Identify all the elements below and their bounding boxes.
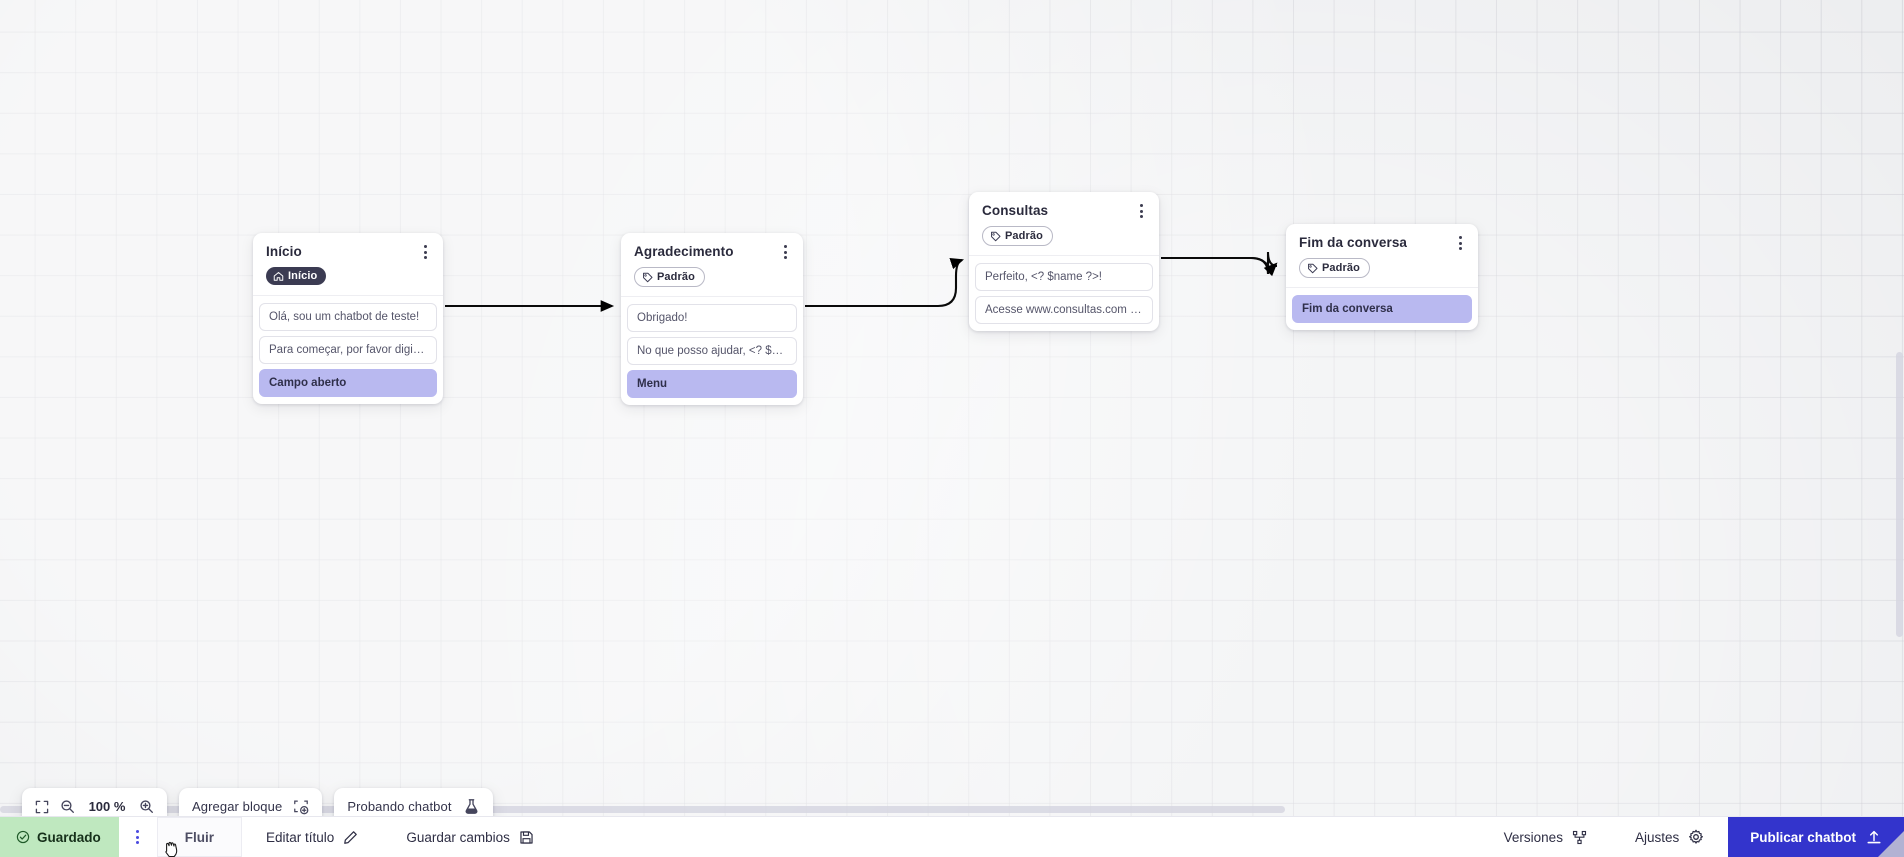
bottom-bar: Guardado Fluir Editar título Guardar cam… (0, 816, 1904, 857)
node-action[interactable]: Campo aberto (259, 368, 437, 397)
vertical-dots-icon[interactable] (119, 817, 157, 857)
zoom-in-icon[interactable] (139, 799, 154, 814)
node-header: Início Início (253, 233, 443, 287)
save-changes-button[interactable]: Guardar cambios (382, 817, 558, 857)
connector-layer (445, 251, 1278, 312)
tab-fluir-label: Fluir (184, 829, 215, 845)
node-title: Consultas (982, 203, 1049, 218)
edit-title-button[interactable]: Editar título (242, 817, 382, 857)
horizontal-scrollbar[interactable] (0, 806, 1285, 813)
settings-label: Ajustes (1634, 829, 1680, 845)
test-chatbot-label: Probando chatbot (347, 799, 452, 814)
save-changes-label: Guardar cambios (406, 829, 510, 845)
node-message[interactable]: Perfeito, <? $name ?>! (975, 262, 1153, 291)
node-title: Início (266, 244, 302, 259)
flow-node-fim-da-conversa[interactable]: Fim da conversa Padrão Fim da conversa (1286, 224, 1478, 330)
node-menu-icon[interactable] (777, 243, 793, 261)
node-menu-icon[interactable] (1452, 234, 1468, 252)
node-messages: Fim da conversa (1286, 286, 1478, 323)
node-badge-default: Padrão (982, 226, 1053, 246)
node-badge-label: Padrão (1322, 262, 1360, 274)
edit-title-label: Editar título (266, 829, 335, 845)
save-disk-icon (519, 830, 534, 845)
node-header: Consultas Padrão (969, 192, 1159, 247)
check-circle-icon (16, 830, 30, 844)
edge-consultas-fim (1161, 251, 1278, 275)
node-title: Fim da conversa (1299, 235, 1408, 250)
node-action[interactable]: Fim da conversa (1292, 294, 1472, 323)
flow-canvas[interactable]: Início Início Olá, sou um chatbot de tes… (0, 0, 1904, 816)
tag-icon (1308, 263, 1318, 273)
zoom-out-icon[interactable] (60, 799, 75, 814)
node-menu-icon[interactable] (417, 243, 433, 261)
status-badge-saved: Guardado (0, 817, 119, 857)
pencil-icon (343, 830, 358, 845)
tab-fluir[interactable]: Fluir (156, 817, 243, 857)
zoom-level: 100 % (88, 799, 126, 814)
node-menu-icon[interactable] (1133, 202, 1149, 220)
flow-node-inicio[interactable]: Início Início Olá, sou um chatbot de tes… (253, 233, 443, 404)
status-badge-label: Guardado (37, 829, 101, 845)
node-badge-default: Padrão (1299, 258, 1370, 278)
flow-node-agradecimento[interactable]: Agradecimento Padrão Obrigado! No que po… (621, 233, 803, 405)
add-block-label: Agregar bloque (192, 799, 283, 814)
edge-agradecimento-consultas (805, 258, 964, 308)
node-messages: Perfeito, <? $name ?>! Acesse www.consul… (969, 254, 1159, 324)
node-badge-start: Início (266, 267, 327, 285)
node-message[interactable]: Para começar, por favor digite o ... (259, 335, 437, 364)
branch-icon (1572, 830, 1587, 845)
flow-node-consultas[interactable]: Consultas Padrão Perfeito, <? $name ?>! … (969, 192, 1159, 331)
node-badge-label: Padrão (1005, 230, 1043, 242)
bottom-bar-spacer (558, 817, 1480, 857)
gear-icon (1688, 829, 1704, 845)
tag-icon (643, 272, 653, 282)
node-header: Agradecimento Padrão (621, 233, 803, 288)
publish-label: Publicar chatbot (1750, 829, 1856, 845)
node-message[interactable]: Acesse www.consultas.com par... (975, 295, 1153, 324)
node-message[interactable]: Olá, sou um chatbot de teste! (259, 302, 437, 331)
vertical-scrollbar[interactable] (1896, 352, 1903, 637)
node-badge-label: Início (288, 270, 318, 282)
node-badge-default: Padrão (634, 267, 705, 287)
add-block-icon (293, 799, 309, 815)
node-badge-label: Padrão (657, 271, 695, 283)
flask-icon (463, 798, 480, 815)
node-messages: Olá, sou um chatbot de teste! Para começ… (253, 294, 443, 397)
tag-icon (991, 231, 1001, 241)
node-message[interactable]: No que posso ajudar, <? $name ... (627, 336, 797, 365)
node-action[interactable]: Menu (627, 369, 797, 398)
node-title: Agradecimento (634, 244, 734, 259)
node-messages: Obrigado! No que posso ajudar, <? $name … (621, 295, 803, 398)
settings-button[interactable]: Ajustes (1611, 817, 1728, 857)
upload-icon (1866, 829, 1882, 845)
versions-button[interactable]: Versiones (1480, 817, 1611, 857)
edge-consultas-fim-tail (1161, 256, 1278, 277)
publish-chatbot-button[interactable]: Publicar chatbot (1728, 817, 1904, 857)
node-message[interactable]: Obrigado! (627, 303, 797, 332)
versions-label: Versiones (1503, 829, 1563, 845)
home-icon (273, 271, 284, 281)
fit-screen-icon[interactable] (35, 800, 49, 814)
node-header: Fim da conversa Padrão (1286, 224, 1478, 279)
